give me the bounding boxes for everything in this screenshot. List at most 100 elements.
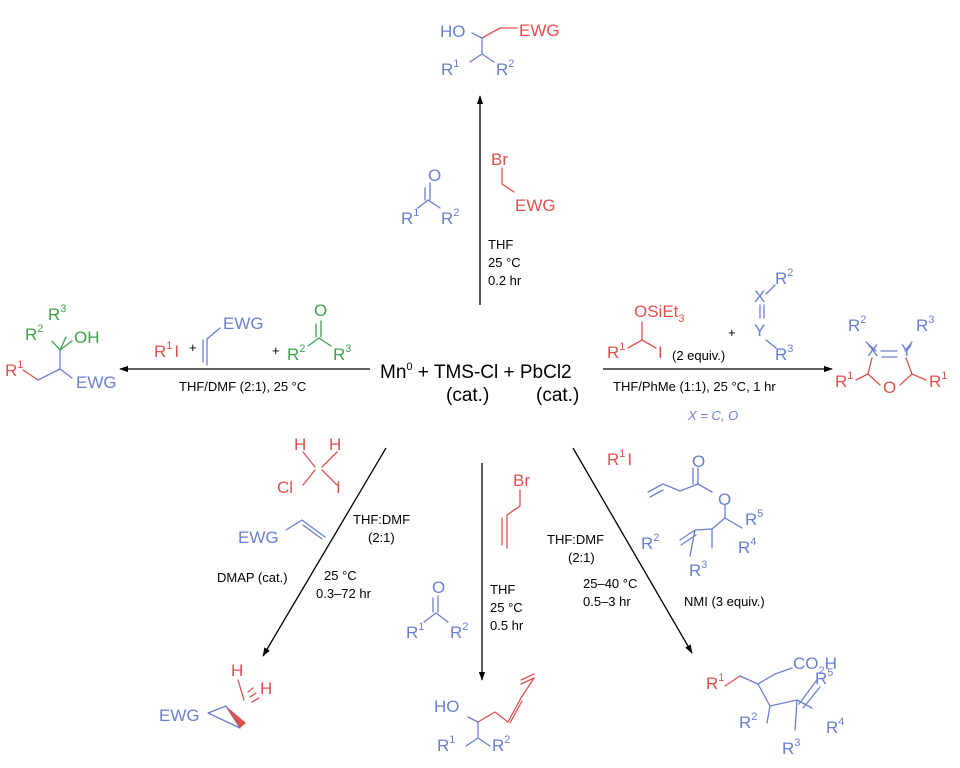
right-note: X = C, O bbox=[687, 408, 738, 423]
lower-mid-product-terminal bbox=[520, 673, 535, 685]
lower-left-cond-4: 0.3–72 hr bbox=[316, 586, 372, 601]
left-product-oh: OH bbox=[74, 328, 100, 347]
right-x: X bbox=[754, 287, 765, 306]
lower-mid-br: Br bbox=[513, 471, 530, 490]
lower-right-product-r1: R1 bbox=[706, 672, 724, 693]
lower-mid-cond-2: 25 °C bbox=[490, 600, 523, 615]
lower-right-product-r5: R5 bbox=[815, 667, 833, 688]
lower-left-dmap: DMAP (cat.) bbox=[217, 570, 288, 585]
top-ketone-r-bonds bbox=[417, 199, 441, 209]
lower-left-h2: H bbox=[329, 435, 341, 454]
lower-mid-cond-3: 0.5 hr bbox=[490, 618, 524, 633]
lower-left-product: H H EWG bbox=[159, 661, 272, 729]
lower-right-nmi: NMI (3 equiv.) bbox=[684, 594, 765, 609]
top-product: HO EWG R1 R2 bbox=[440, 21, 560, 79]
top-cond-1: THF bbox=[488, 237, 513, 252]
right-multiple-bond bbox=[759, 284, 777, 349]
lower-left-ewg: EWG bbox=[238, 528, 279, 547]
lower-left-cl: Cl bbox=[277, 478, 293, 497]
lower-right-allyl-bonds bbox=[679, 528, 713, 557]
top-bromide-bonds bbox=[501, 167, 515, 193]
left-ketone-r2: R2 bbox=[287, 343, 305, 364]
lower-mid-allyl-bond-1 bbox=[506, 489, 521, 516]
lower-left-reagents: H H Cl I EWG DMAP (cat.) bbox=[217, 435, 341, 585]
right-silyl-ether-bonds bbox=[627, 321, 657, 349]
top-bromide-ewg: EWG bbox=[515, 196, 556, 215]
lower-right-r5: R5 bbox=[745, 508, 763, 529]
left-alkene-bonds bbox=[202, 327, 221, 366]
right-product-r1-right: R1 bbox=[929, 370, 947, 391]
lower-left-h-bond bbox=[237, 679, 245, 701]
lower-left-wedge bbox=[226, 706, 246, 728]
lower-mid-r1: R1 bbox=[406, 621, 424, 642]
lower-mid-product-r2: R2 bbox=[492, 734, 510, 755]
lower-left-product-ewg: EWG bbox=[159, 706, 200, 725]
lower-right-product-r1-bond bbox=[724, 675, 741, 687]
top-bromide-br: Br bbox=[491, 150, 508, 169]
top-conditions: THF 25 °C 0.2 hr bbox=[488, 237, 522, 288]
center-cat-1: (cat.) bbox=[446, 385, 489, 406]
right-r2: R2 bbox=[775, 267, 793, 288]
right-product-y: Y bbox=[901, 341, 912, 360]
lower-left-cond-2: (2:1) bbox=[368, 530, 395, 545]
lower-left-i: I bbox=[336, 478, 341, 497]
lower-right-product-co2h: CO2H bbox=[793, 654, 837, 677]
left-plus-2: + bbox=[272, 343, 280, 358]
right-silyl-iodo: I bbox=[658, 343, 663, 362]
lower-mid-product-r1: R1 bbox=[437, 734, 455, 755]
lower-mid-product: HO R1 R2 bbox=[434, 673, 535, 755]
lower-mid-reagents: Br O R1 R2 bbox=[406, 471, 530, 642]
lower-right-ester-o: O bbox=[718, 490, 731, 509]
lower-left-product-h1: H bbox=[231, 661, 243, 680]
left-product-backbone bbox=[37, 349, 73, 381]
lower-right-cond-3: 25–40 °C bbox=[583, 576, 637, 591]
right-silyl-r1: R1 bbox=[607, 341, 625, 362]
top-ketone-r1: R1 bbox=[401, 207, 419, 228]
lower-left-h1: H bbox=[294, 435, 306, 454]
left-alkene-ewg: EWG bbox=[223, 314, 264, 333]
left-product-carbinol-bonds bbox=[51, 336, 73, 351]
lower-right-conditions: THF:DMF (2:1) 25–40 °C 0.5–3 hr bbox=[547, 532, 637, 609]
right-product-x: X bbox=[867, 341, 878, 360]
right-product-r2: R2 bbox=[848, 314, 866, 335]
top-product-oh-bond bbox=[471, 32, 483, 39]
lower-mid-r2: R2 bbox=[450, 621, 468, 642]
top-product-r-bonds bbox=[469, 37, 495, 63]
lower-right-r2: R2 bbox=[641, 532, 659, 553]
center-reagents: Mn0 + TMS-Cl + PbCl2 (cat.) (cat.) bbox=[380, 361, 579, 406]
top-ketone-o: O bbox=[428, 166, 441, 185]
lower-right-r4: R4 bbox=[738, 536, 756, 557]
lower-mid-product-allyl bbox=[477, 677, 535, 724]
lower-right-carbonyl-o: O bbox=[692, 452, 705, 471]
center-cat-2: (cat.) bbox=[536, 385, 579, 406]
lower-mid-allyl-double-bond bbox=[501, 514, 508, 549]
top-product-ewg: EWG bbox=[519, 21, 560, 40]
left-conditions: THF/DMF (2:1), 25 °C bbox=[179, 379, 306, 394]
lower-right-product-r3: R3 bbox=[782, 737, 800, 758]
left-ketone-r3: R3 bbox=[333, 343, 351, 364]
right-conditions: THF/PhMe (1:1), 25 °C, 1 hr bbox=[613, 379, 776, 394]
right-y: Y bbox=[754, 321, 765, 340]
lower-mid-cond-1: THF bbox=[490, 582, 515, 597]
lower-mid-ketone-o: O bbox=[432, 578, 445, 597]
top-ketone-r2: R2 bbox=[441, 207, 459, 228]
right-product-r1-left: R1 bbox=[835, 370, 853, 391]
left-product-ewg: EWG bbox=[76, 373, 117, 392]
lower-right-product-r2: R2 bbox=[739, 711, 757, 732]
right-equiv: (2 equiv.) bbox=[672, 348, 725, 363]
top-product-r1: R1 bbox=[441, 58, 459, 79]
right-product-ring-bonds bbox=[855, 357, 927, 386]
arrow-lower-left bbox=[262, 447, 387, 657]
lower-left-conditions: THF:DMF (2:1) 25 °C 0.3–72 hr bbox=[316, 512, 410, 601]
left-product-r3: R3 bbox=[48, 303, 66, 324]
lower-left-alkene-bonds bbox=[285, 519, 326, 540]
left-product-r1-bond bbox=[22, 369, 39, 381]
top-ketone-co-bond bbox=[424, 182, 431, 201]
right-plus: + bbox=[728, 325, 736, 340]
left-ketone-bonds bbox=[307, 320, 332, 347]
right-r3: R3 bbox=[775, 343, 793, 364]
left-plus-1: + bbox=[189, 340, 197, 355]
lower-left-cond-1: THF:DMF bbox=[353, 512, 410, 527]
